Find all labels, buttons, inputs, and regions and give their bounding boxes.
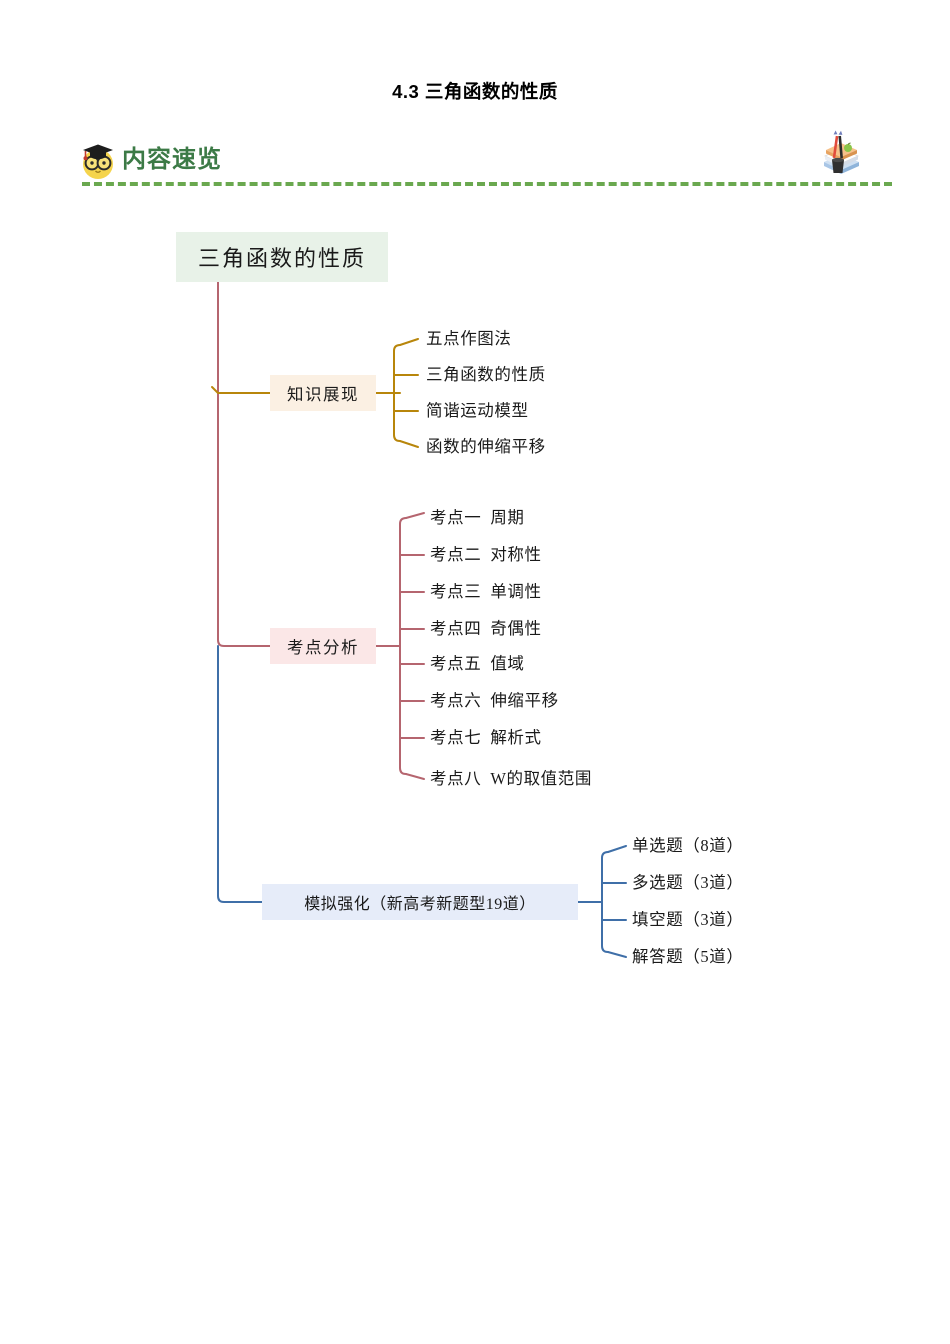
mindmap-leaf[interactable]: 多选题（3道） [632,872,744,892]
page-title: 4.3 三角函数的性质 [392,81,558,102]
mindmap-leaf-label: W的取值范围 [490,768,592,788]
mindmap-leaf[interactable]: 考点一周期 [430,507,525,527]
mindmap-leaf[interactable]: 单选题（8道） [632,835,744,855]
mindmap-leaf[interactable]: 考点五值域 [430,653,525,673]
mindmap-leaf[interactable]: 简谐运动模型 [426,400,529,420]
mindmap-leaf[interactable]: 考点六伸缩平移 [430,690,559,710]
mindmap-leaf[interactable]: 考点三单调性 [430,581,542,601]
mindmap-leaf-index: 考点六 [430,690,482,710]
mindmap-leaf-index: 考点七 [430,727,482,747]
mindmap-branch-label: 模拟强化（新高考新题型19道） [304,896,536,913]
section-header: 内容速览 [72,130,892,190]
mindmap-root-node[interactable]: 三角函数的性质 [176,232,388,282]
mindmap-leaf[interactable]: 函数的伸缩平移 [426,436,546,456]
mindmap-leaf-index: 考点八 [430,768,482,788]
section-header-title: 内容速览 [122,146,222,173]
mindmap-leaf-index: 考点三 [430,581,482,601]
mindmap-root-label: 三角函数的性质 [197,246,366,271]
mindmap-leaf[interactable]: 考点八 W的取值范围 [430,768,592,788]
mindmap-branch-label: 知识展现 [287,385,359,404]
mindmap-leaf-index: 考点二 [430,544,482,564]
mindmap-leaf[interactable]: 填空题（3道） [632,909,744,929]
mindmap-leaf[interactable]: 考点二对称性 [430,544,542,564]
mindmap-leaf-label: 奇偶性 [490,618,542,638]
mindmap-leaf[interactable]: 考点四奇偶性 [430,618,542,638]
mindmap-leaf-index: 考点一 [430,507,482,527]
mindmap-leaf[interactable]: 五点作图法 [426,328,512,348]
mindmap-leaf-label: 对称性 [490,544,542,564]
mindmap-branch-practice[interactable]: 模拟强化（新高考新题型19道） [262,884,578,920]
mindmap-branch-knowledge[interactable]: 知识展现 [270,375,376,411]
mindmap-leaf-label: 伸缩平移 [490,690,559,710]
mindmap-leaf[interactable]: 解答题（5道） [632,946,744,966]
mindmap-leaf-index: 考点四 [430,618,482,638]
graduation-owl-icon [74,136,122,184]
mindmap-leaf[interactable]: 三角函数的性质 [426,364,546,384]
mindmap-leaf-label: 解析式 [490,727,542,747]
mindmap-leaf-index: 考点五 [430,653,482,673]
mindmap-branch-exam-points[interactable]: 考点分析 [270,628,376,664]
mindmap-leaf-label: 值域 [490,653,525,673]
mindmap-leaf-label: 周期 [490,507,525,527]
stack-of-books-icon [814,126,868,180]
header-divider [82,182,892,186]
mindmap-leaf-label: 单调性 [490,581,542,601]
mindmap-leaf[interactable]: 考点七解析式 [430,727,542,747]
mindmap: 三角函数的性质 知识展现 五点作图法 三角函数的性质 简谐运动模型 函数的伸缩平… [176,232,744,966]
mindmap-branch-label: 考点分析 [287,638,359,657]
